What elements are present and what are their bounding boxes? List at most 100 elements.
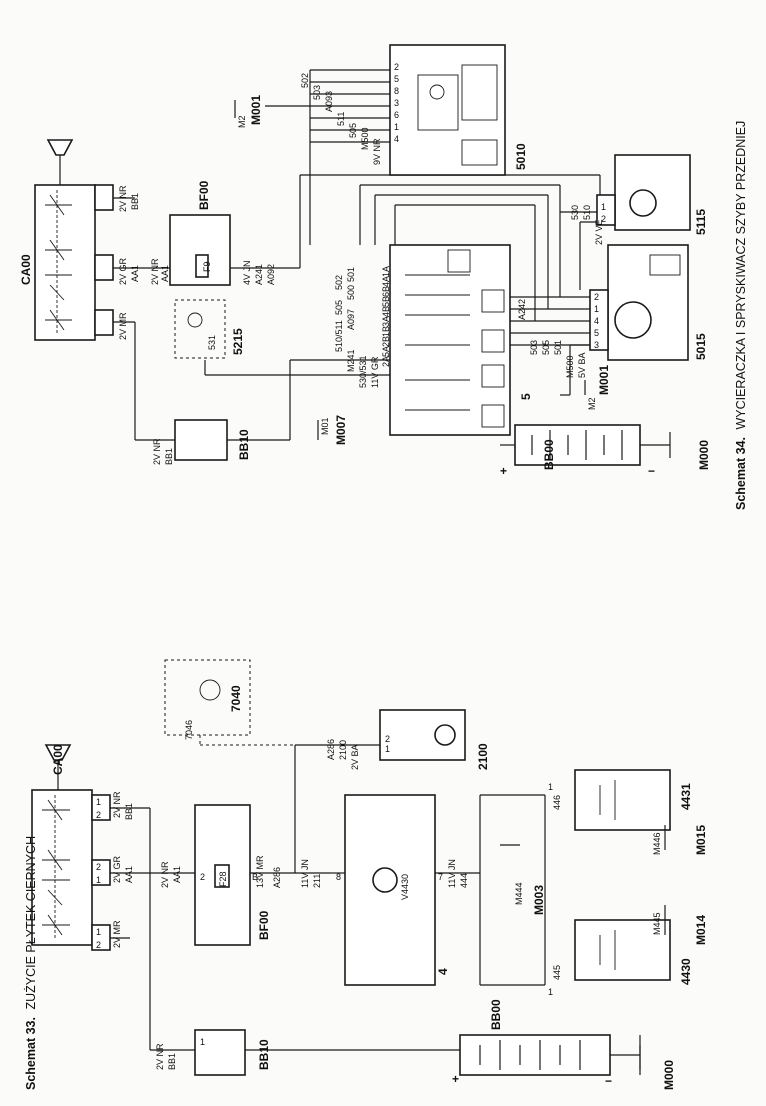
s34-wire: 530/531 [358,355,368,388]
s33-wire: 2V MR [112,920,122,948]
s33-wire: BB1 [124,803,134,820]
component-2100-box [379,709,466,761]
s34-5010-pin: 6 [394,110,399,120]
ca00-34-pin-1 [94,184,114,211]
s34-c5-wire: A097 [346,309,356,330]
component-7040-box [164,659,251,736]
pad-sensor-4431 [574,769,671,831]
s34-minus-sign: − [648,464,655,478]
s34-c5-wire: 505 [334,300,344,315]
s34-wire: 503 [529,340,539,355]
s33-v4430-label: V4430 [400,874,410,900]
s34-5215-label: 5215 [231,328,245,355]
s34-5010-pin: 1 [394,122,399,132]
s33-wire: 2V GR [112,855,122,883]
fuse-f28 [214,864,230,888]
motor-5015-connector [589,289,609,351]
s34-5010-pin: 4 [394,134,399,144]
s34-c5-pin: 4A [381,276,391,287]
s34-c5-pin: 2A [381,356,391,367]
s34-wire: M2 [587,397,597,410]
ca00-34-pin-2 [94,254,114,281]
s33-ca00-label: CA00 [51,744,65,775]
s34-caption-title: WYCIERACZKA I SPRYSKIWACZ SZYBY PRZEDNIE… [734,121,748,430]
s33-2100-label: 2100 [476,743,490,770]
s34-m001b-label: M001 [597,365,611,395]
s34-bf00-label: BF00 [197,180,211,210]
s33-pin: 1 [96,927,101,937]
s34-c5-pin: 3A [381,316,391,327]
s33-wire: M444 [514,882,524,905]
s34-wire: 9V NR [372,138,382,165]
s33-wire: A286 [272,867,282,888]
s33-pin: 1 [200,1037,205,1047]
s34-5010-pin: 8 [394,86,399,96]
bb00-battery-33 [459,1034,611,1076]
s33-m000-label: M000 [662,1060,676,1090]
s34-wire: 511 [336,112,346,126]
s34-c5-pin: 5B [381,296,391,307]
component-5215-box [174,299,226,359]
s34-wire: 5V BA [577,352,587,378]
captions: Schemat 34. WYCIERACZKA I SPRYSKIWACZ SZ… [24,121,748,1090]
s34-wire: 2V MR [118,312,128,340]
motor-m-icon [614,301,652,339]
s33-pin: 8 [336,872,341,882]
s34-plus-sign: + [500,464,507,478]
s33-wire: AA1 [124,866,134,883]
s34-c5-wire: 500 [346,285,356,300]
s34-wire: 2V NR [152,438,162,465]
s34-5115-label: 5115 [694,209,708,235]
s34-wire: 505 [541,340,551,355]
s33-pin: 1 [96,797,101,807]
s33-wire: 2V BA [350,744,360,770]
s34-wire: 2V NR [118,185,128,212]
s34-c5-wire: 510/511 [334,320,344,352]
s33-pin: 2 [200,872,205,882]
s34-c5-pin: 1B [381,326,391,337]
s33-pin: 1 [385,744,390,754]
s34-c5-wire: 502 [334,275,344,290]
s34-labels: CA00 BF00 BB10 BB00 M000 M001 M001 M007 … [19,62,711,478]
s34-wire: A241 [254,264,264,285]
s33-4430-label: 4430 [679,958,693,985]
s34-fuse-label: F9 [202,261,212,272]
schemat-33 [31,659,671,1076]
ca00-34-pin-3 [94,309,114,336]
v4430-lamp-icon [372,867,398,893]
bb10-box-33 [194,1029,246,1076]
s33-wire: BB1 [167,1053,177,1070]
s34-caption-number: Schemat 34. [734,437,748,510]
s33-pin: 1 [96,875,101,885]
s34-wire: 510 [582,205,592,220]
s34-wire: 4V JN [242,260,252,285]
ca00-box-33 [31,789,93,946]
s34-wire: M500 [565,355,575,378]
s34-wire: 503 [312,85,322,100]
s34-5010-pin: 3 [394,98,399,108]
s33-caption: Schemat 33. ZUŻYCIE PŁYTEK CIERNYCH [24,836,38,1090]
s34-c5-wire: 501 [346,267,356,282]
s33-pin: 7 [438,872,443,882]
schemat-34 [34,44,691,466]
s34-5015-pin: 2 [594,292,599,302]
s33-bf00-label: BF00 [257,910,271,940]
s34-wire: 11V GR [370,356,380,388]
pad-sensor-4430 [574,919,671,981]
s34-bb10-label: BB10 [237,429,251,460]
s34-c5-pin: 4B [381,306,391,317]
s33-wire: 445 [552,965,562,980]
s33-module4-label: 4 [436,968,450,975]
s34-5010-pin: 5 [394,74,399,84]
s33-caption-number: Schemat 33. [24,1017,38,1090]
s34-wire: M2 [237,115,247,128]
s34-wire: 2V VE [594,219,604,245]
s33-wire: 2V NR [155,1043,165,1070]
s33-pin: B [252,872,258,882]
s33-wire: 444 [459,873,469,888]
s34-5015-pin: 5 [594,328,599,338]
s33-wire: 2V NR [112,791,122,818]
s34-ca00-label: CA00 [19,254,33,285]
s34-wire: BB1 [130,193,140,210]
